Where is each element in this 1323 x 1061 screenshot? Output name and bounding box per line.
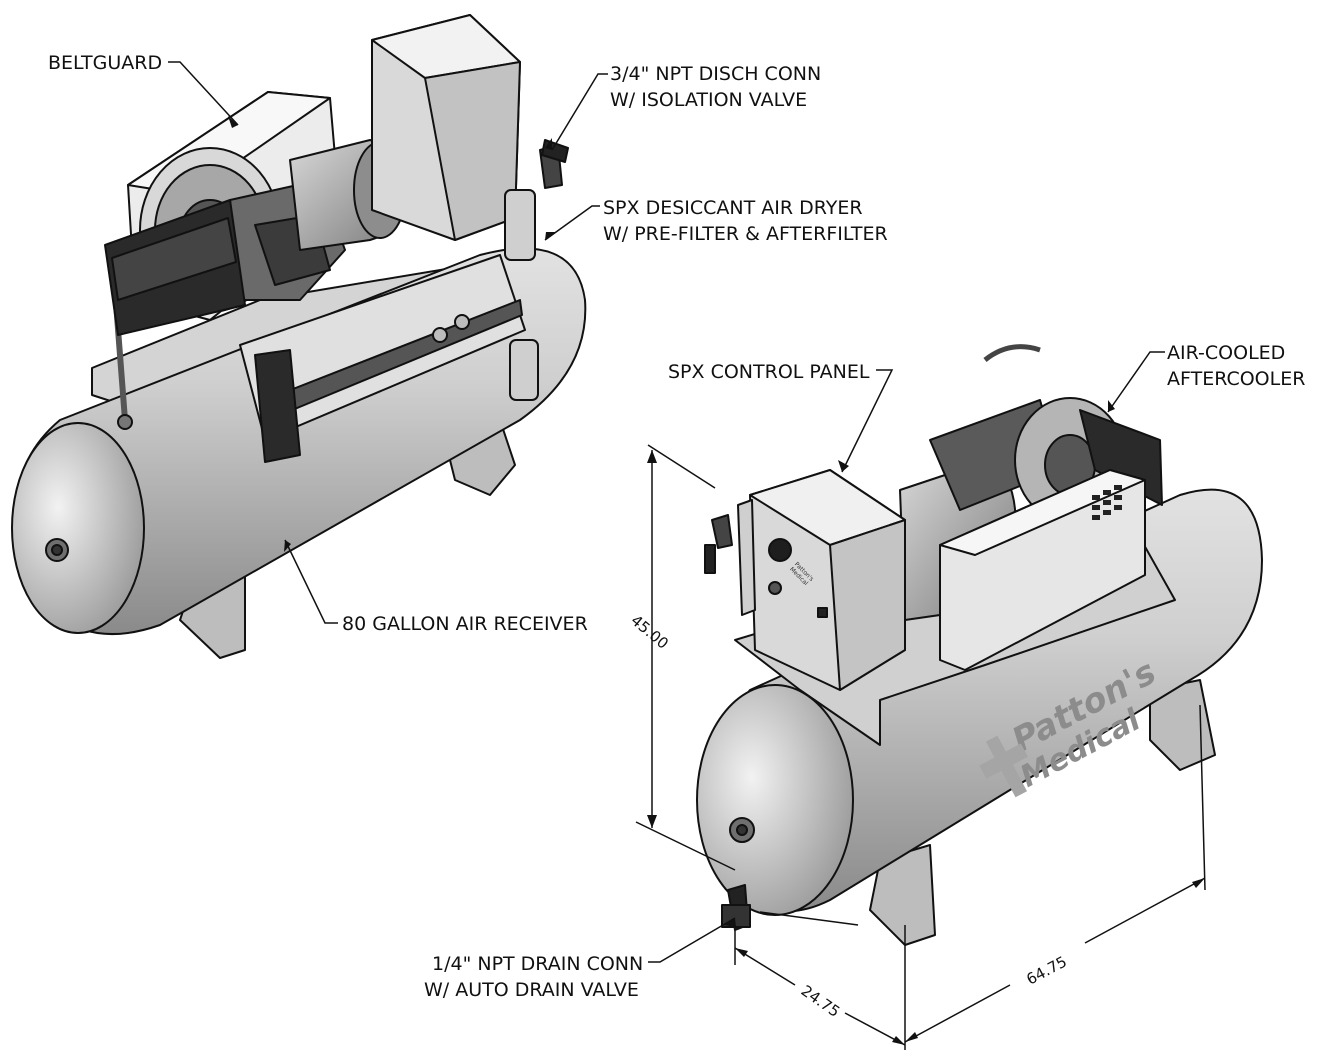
right-compressor-unit: [696, 344, 1263, 946]
callout-aftercooler-line2: AFTERCOOLER: [1167, 368, 1305, 390]
callout-disch-conn-line1: 3/4" NPT DISCH CONN: [610, 63, 821, 85]
callout-dryer-line1: SPX DESICCANT AIR DRYER: [603, 197, 863, 219]
dimension-lines: [635, 444, 1206, 1050]
length-dim-line-b: [1084, 877, 1206, 944]
depth-dimension: 24.75: [798, 982, 844, 1021]
right-discharge-valve: [711, 514, 733, 549]
left-prefilter: [504, 189, 536, 261]
control-panel-indicator: [817, 607, 828, 618]
height-extension-bottom: [635, 821, 736, 871]
callout-dryer-line2: W/ PRE-FILTER & AFTERFILTER: [603, 223, 888, 245]
control-panel-switch: [768, 581, 782, 595]
leader-disch-conn: [551, 73, 608, 151]
leader-control-panel: [841, 369, 894, 473]
left-compressor-unit: [11, 14, 587, 659]
callout-drain-line2: W/ AUTO DRAIN VALVE: [424, 979, 639, 1001]
control-panel-gauge: [768, 538, 792, 562]
callout-control-panel: SPX CONTROL PANEL: [668, 361, 870, 383]
height-extension-top: [647, 444, 716, 489]
length-extension-right: [1199, 704, 1206, 891]
leader-dryer: [544, 205, 600, 241]
right-dryer-filter: [737, 499, 756, 616]
length-dim-line-a: [904, 984, 1011, 1043]
depth-guide: [759, 911, 859, 926]
callout-aftercooler-line1: AIR-COOLED: [1167, 342, 1285, 364]
leader-aftercooler: [1107, 351, 1165, 413]
left-afterfilter: [509, 339, 539, 401]
callout-disch-conn-line2: W/ ISOLATION VALVE: [610, 89, 807, 111]
height-dimension: 45.00: [627, 611, 671, 652]
right-tank-end-cap: [696, 684, 854, 916]
leader-beltguard: [168, 61, 239, 126]
callout-drain-line1: 1/4" NPT DRAIN CONN: [432, 953, 643, 975]
vent-grille: [1092, 485, 1122, 520]
callout-beltguard: BELTGUARD: [48, 52, 162, 74]
left-tank-end-cap: [11, 422, 145, 634]
callout-air-receiver: 80 GALLON AIR RECEIVER: [342, 613, 588, 635]
length-dimension: 64.75: [1023, 952, 1069, 988]
right-rear-foot: [1149, 679, 1216, 771]
right-front-foot: [869, 844, 936, 946]
leader-drain: [648, 917, 736, 963]
leader-lines: [168, 61, 1165, 963]
leader-receiver: [284, 539, 338, 624]
